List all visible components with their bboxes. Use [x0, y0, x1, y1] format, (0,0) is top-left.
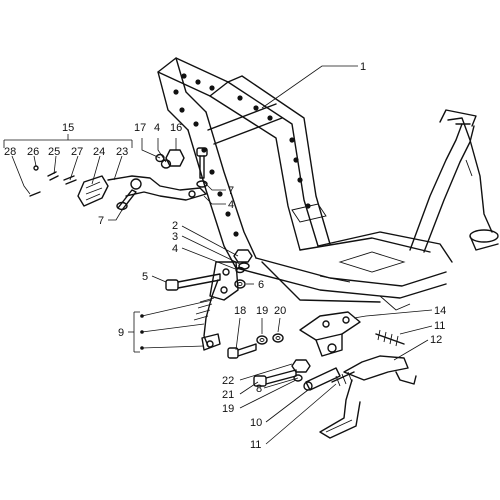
callout-20: 20 [274, 305, 286, 317]
callout-1: 1 [360, 61, 366, 73]
callout-9: 9 [118, 327, 124, 339]
callout-24: 24 [93, 146, 105, 158]
nuts-2-3-4 [233, 249, 253, 274]
frame-holes [173, 73, 311, 237]
callout-8: 8 [256, 383, 262, 395]
bolt-18 [227, 343, 257, 359]
center-stand-12 [319, 355, 417, 439]
main-frame [157, 57, 499, 311]
callout-5: 5 [142, 271, 148, 283]
callout-26: 26 [27, 146, 39, 158]
group-bracket-15 [3, 134, 133, 148]
callout-7-lower: 7 [98, 215, 104, 227]
callout-18: 18 [234, 305, 246, 317]
callout-22: 22 [222, 375, 234, 387]
callout-28: 28 [4, 146, 16, 158]
callout-19-top: 19 [256, 305, 268, 317]
washers-19-20 [256, 333, 284, 345]
callout-4-top: 4 [154, 122, 160, 134]
callout-17: 17 [134, 122, 146, 134]
callout-19-bottom: 19 [222, 403, 234, 415]
bolt-22-nut-21 [253, 359, 311, 387]
callout-21: 21 [222, 389, 234, 401]
callout-4-upper: 4 [228, 199, 234, 211]
callout-16: 16 [170, 122, 182, 134]
callout-2: 2 [172, 220, 178, 232]
callout-11-top: 11 [434, 320, 445, 332]
pedal-bracket-23 [107, 175, 207, 201]
spring-11-lower [331, 371, 355, 387]
callout-6: 6 [258, 279, 264, 291]
callout-4-mid: 4 [172, 243, 178, 255]
leader-lines [11, 65, 433, 445]
foot-pad-24 [77, 175, 109, 207]
bolt-7-upper [196, 147, 208, 188]
callout-3: 3 [172, 231, 178, 243]
washer-6 [234, 279, 246, 289]
nut-washer-17-4-16 [155, 149, 185, 169]
callout-12: 12 [430, 334, 442, 346]
callout-15: 15 [62, 122, 74, 134]
stand-plate-and-springs [193, 261, 239, 351]
callout-11-bottom: 11 [250, 439, 261, 451]
callout-7-upper: 7 [228, 185, 234, 197]
callout-27: 27 [71, 146, 83, 158]
group-bracket-9 [128, 311, 144, 353]
small-parts-25-28 [29, 165, 77, 197]
stand-bracket-14 [299, 311, 361, 357]
bolt-5 [165, 273, 221, 291]
callout-23: 23 [116, 146, 128, 158]
callout-25: 25 [48, 146, 60, 158]
spring-11-upper [375, 329, 405, 347]
callout-14: 14 [434, 305, 446, 317]
callout-labels: 1 15 28 26 25 27 24 23 17 4 16 7 4 7 2 3… [4, 61, 446, 451]
bolt-7-lower [116, 189, 137, 211]
callout-10: 10 [250, 417, 262, 429]
